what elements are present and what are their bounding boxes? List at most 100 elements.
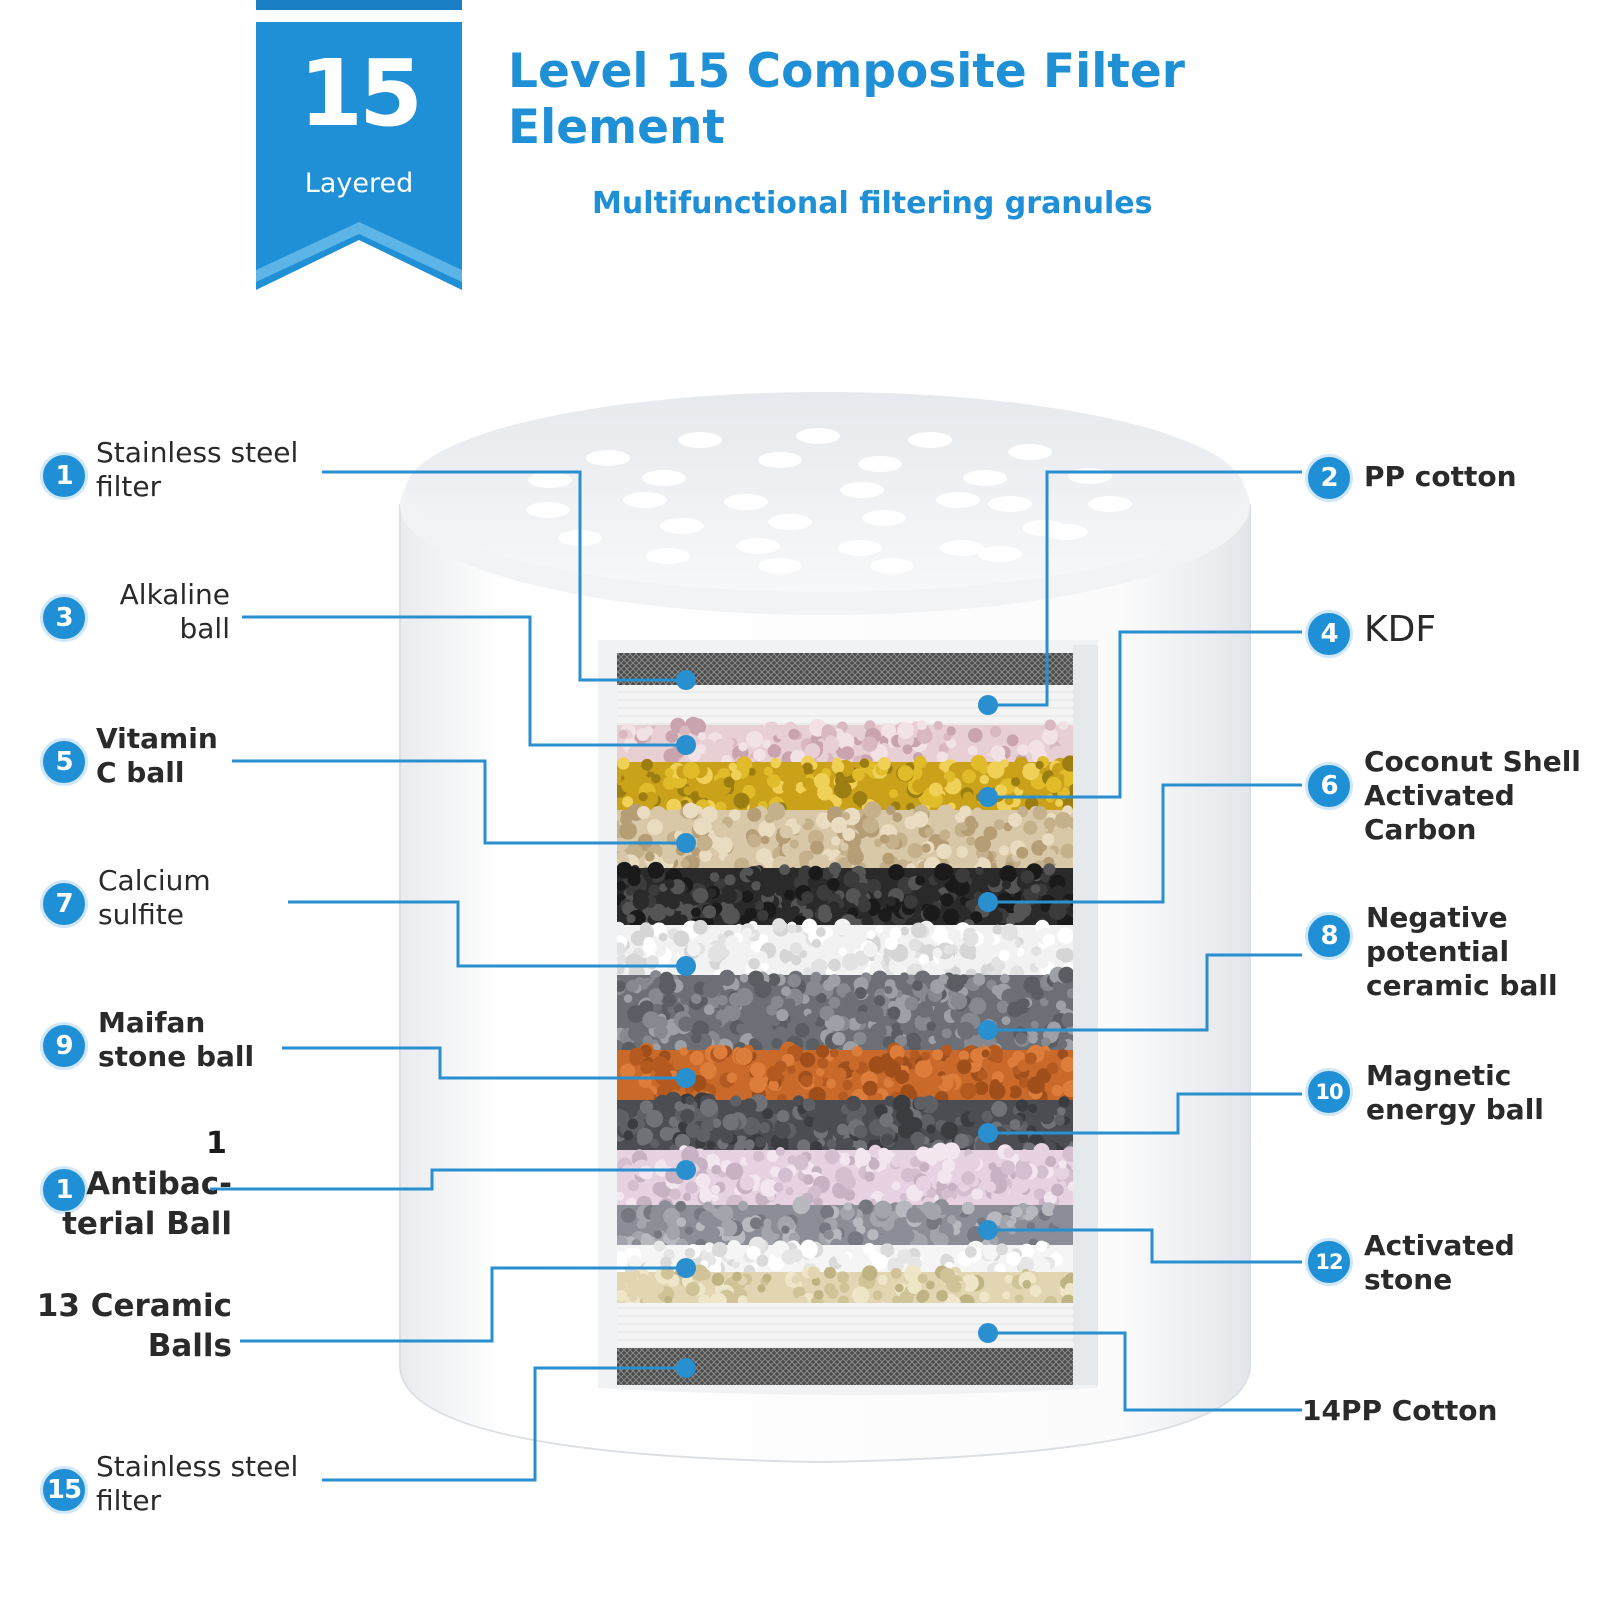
granule: [840, 842, 849, 851]
granule: [1060, 1056, 1073, 1073]
granule: [644, 726, 654, 736]
granule: [872, 1290, 883, 1301]
granule: [623, 1130, 634, 1141]
granule: [1000, 973, 1010, 984]
granule: [617, 757, 630, 770]
granule: [943, 771, 956, 783]
granule: [737, 1295, 748, 1306]
granule: [626, 979, 639, 993]
granule: [1022, 1280, 1031, 1289]
granule: [800, 1240, 818, 1259]
granule: [816, 992, 827, 1004]
granule: [719, 969, 736, 987]
granule: [717, 995, 728, 1006]
granule: [932, 1049, 944, 1061]
granule: [625, 953, 643, 971]
granule: [617, 1251, 628, 1268]
granule: [877, 757, 891, 771]
granule: [802, 908, 814, 920]
granule: [617, 942, 626, 954]
layer-label-calcium-sulfite: Calcium sulfite: [98, 864, 211, 931]
granule: [967, 1111, 979, 1123]
cap-hole: [1044, 524, 1088, 540]
granule: [952, 1158, 963, 1169]
granule: [760, 962, 769, 971]
granule: [679, 725, 691, 737]
granule: [823, 1229, 834, 1240]
granule: [842, 1175, 857, 1189]
granule: [899, 972, 909, 981]
granule: [620, 1207, 636, 1223]
granule: [618, 729, 628, 739]
cap-hole: [768, 514, 812, 530]
granule: [674, 1101, 685, 1111]
granule: [970, 911, 983, 924]
granule: [847, 1231, 864, 1247]
granule: [1043, 817, 1056, 830]
granule: [1058, 720, 1068, 730]
granule: [832, 1067, 847, 1082]
granule: [699, 1062, 717, 1080]
layer-badge-6: 6: [1305, 762, 1353, 810]
cap-hole: [838, 540, 882, 556]
granule: [768, 1079, 778, 1088]
granule: [916, 727, 933, 744]
granule: [658, 977, 677, 995]
granule: [897, 1249, 912, 1264]
granule: [880, 1243, 895, 1258]
granule: [930, 925, 948, 943]
granule: [1058, 826, 1073, 843]
granule: [1057, 1133, 1071, 1147]
granule: [957, 1021, 975, 1040]
granule: [750, 1026, 763, 1039]
granule: [674, 1133, 691, 1150]
granule: [645, 1110, 664, 1128]
granule: [813, 1076, 824, 1087]
granule: [917, 1289, 930, 1302]
granule: [828, 862, 842, 875]
granule: [723, 776, 735, 788]
granule: [878, 1176, 890, 1188]
granule: [861, 736, 878, 752]
granule: [907, 843, 923, 859]
granule: [966, 836, 976, 846]
granule: [709, 872, 720, 882]
granule: [647, 861, 665, 879]
granule: [892, 812, 903, 823]
cap-hole: [646, 548, 690, 564]
granule: [816, 1044, 830, 1058]
granule: [1032, 805, 1047, 821]
banner-subtext: Layered: [304, 168, 414, 199]
granule: [977, 1069, 988, 1080]
granule: [877, 1274, 888, 1285]
granule: [681, 1146, 699, 1165]
granule: [990, 1079, 1001, 1090]
granule: [770, 757, 781, 769]
granule: [766, 1290, 776, 1301]
granule: [1041, 833, 1055, 846]
granule: [874, 1200, 892, 1219]
granule: [676, 1217, 687, 1227]
granule: [623, 994, 633, 1003]
granule: [1055, 1000, 1067, 1011]
granule: [728, 1085, 740, 1097]
granule: [720, 1130, 734, 1144]
granule: [762, 1108, 774, 1120]
granule: [684, 1226, 694, 1235]
granule: [983, 826, 998, 840]
granule: [627, 872, 641, 887]
granule: [1017, 1132, 1029, 1144]
granule: [978, 762, 990, 775]
granule: [989, 725, 1002, 738]
granule: [781, 1249, 797, 1265]
granule: [816, 927, 826, 938]
granule: [709, 1227, 721, 1239]
granule: [947, 1182, 958, 1192]
layer-badge-10: 10: [1305, 1068, 1353, 1116]
granule: [919, 1162, 930, 1172]
granule: [703, 1004, 715, 1015]
granule: [879, 834, 890, 844]
granule: [713, 1044, 727, 1058]
granule: [617, 1191, 625, 1201]
